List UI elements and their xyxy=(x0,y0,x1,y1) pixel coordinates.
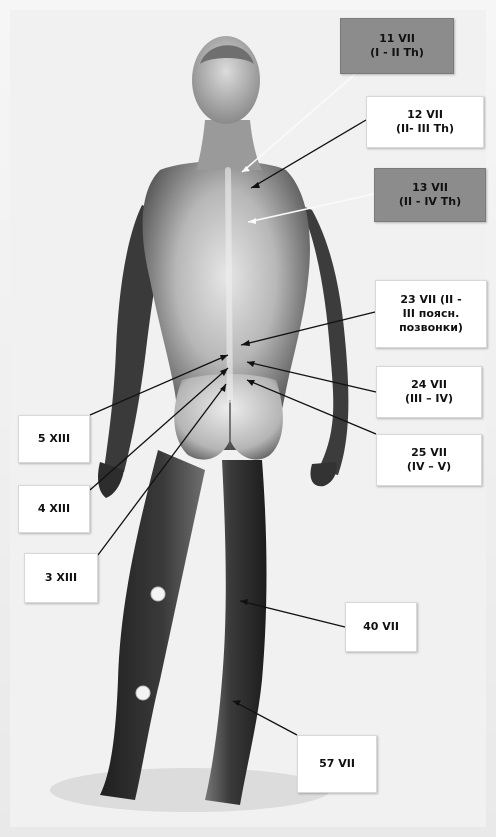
label-23-vii: 23 VII (II - III поясн. позвонки) xyxy=(375,280,487,348)
label-12-line2: (II- III Th) xyxy=(396,122,454,136)
label-23-line3: позвонки) xyxy=(399,321,463,335)
label-11-line2: (I - II Th) xyxy=(370,46,424,60)
calf-point-upper xyxy=(151,587,165,601)
label-3-text: 3 XIII xyxy=(45,571,77,585)
label-4-xiii: 4 XIII xyxy=(18,485,90,533)
label-3-xiii: 3 XIII xyxy=(24,553,98,603)
spine xyxy=(228,170,230,400)
label-40-vii: 40 VII xyxy=(345,602,417,652)
label-57-text: 57 VII xyxy=(319,757,355,771)
label-11-line1: 11 VII xyxy=(379,32,415,46)
label-5-xiii: 5 XIII xyxy=(18,415,90,463)
label-23-line1: 23 VII (II - xyxy=(400,293,461,307)
label-12-vii: 12 VII (II- III Th) xyxy=(366,96,484,148)
label-5-text: 5 XIII xyxy=(38,432,70,446)
floor-shadow xyxy=(50,768,330,812)
label-24-line1: 24 VII xyxy=(411,378,447,392)
label-40-text: 40 VII xyxy=(363,620,399,634)
label-12-line1: 12 VII xyxy=(407,108,443,122)
label-24-line2: (III – IV) xyxy=(405,392,453,406)
label-25-line1: 25 VII xyxy=(411,446,447,460)
label-13-line1: 13 VII xyxy=(412,181,448,195)
label-25-line2: (IV – V) xyxy=(407,460,451,474)
label-13-line2: (II - IV Th) xyxy=(399,195,461,209)
label-24-vii: 24 VII (III – IV) xyxy=(376,366,482,418)
calf-point-lower xyxy=(136,686,150,700)
label-25-vii: 25 VII (IV – V) xyxy=(376,434,482,486)
label-57-vii: 57 VII xyxy=(297,735,377,793)
label-23-line2: III поясн. xyxy=(403,307,460,321)
label-13-vii: 13 VII (II - IV Th) xyxy=(374,168,486,222)
label-4-text: 4 XIII xyxy=(38,502,70,516)
label-11-vii: 11 VII (I - II Th) xyxy=(340,18,454,74)
